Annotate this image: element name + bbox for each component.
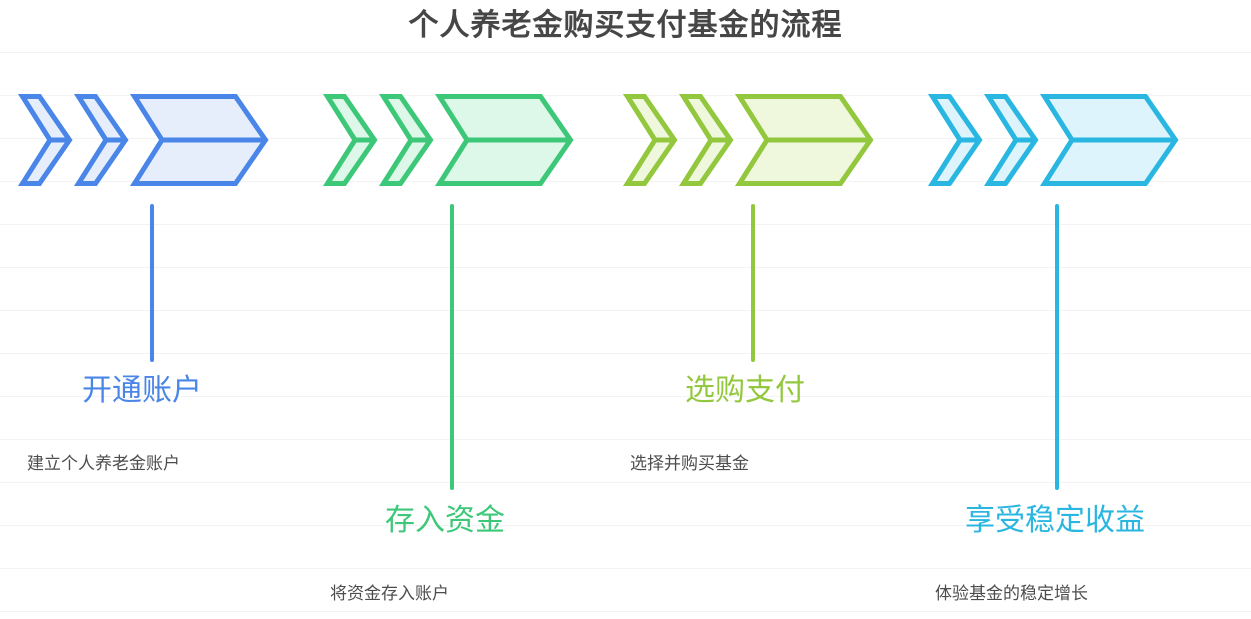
step-description-1: 建立个人养老金账户 xyxy=(27,454,180,473)
step-text-block-3: 选购支付选择并购买基金 xyxy=(630,372,805,476)
step-text-block-2: 存入资金将资金存入账户 xyxy=(330,502,505,606)
step-description-3: 选择并购买基金 xyxy=(630,454,749,473)
chevron-step-3-3 xyxy=(734,94,874,186)
chevron-step-2-2 xyxy=(378,94,434,186)
step-title-1: 开通账户 xyxy=(82,374,202,407)
step-text-block-4: 享受稳定收益体验基金的稳定增长 xyxy=(935,502,1145,606)
step-title-2: 存入资金 xyxy=(385,504,505,537)
connector-line-step-4 xyxy=(1055,204,1059,490)
step-description-4: 体验基金的稳定增长 xyxy=(935,584,1088,603)
connector-line-step-3 xyxy=(751,204,755,362)
chevron-step-1-2 xyxy=(73,94,129,186)
chevron-step-4-1 xyxy=(927,94,983,186)
step-title-3: 选购支付 xyxy=(685,374,805,407)
connector-line-step-1 xyxy=(150,204,154,362)
chevron-step-4-3 xyxy=(1039,94,1179,186)
chevron-step-3-1 xyxy=(622,94,678,186)
step-description-2: 将资金存入账户 xyxy=(330,584,449,603)
chevron-step-1-1 xyxy=(17,94,73,186)
step-title-4: 享受稳定收益 xyxy=(965,504,1145,537)
chevron-step-2-1 xyxy=(322,94,378,186)
page-title: 个人养老金购买支付基金的流程 xyxy=(408,9,843,42)
step-text-block-1: 开通账户建立个人养老金账户 xyxy=(27,372,202,476)
chevron-step-3-2 xyxy=(678,94,734,186)
connector-line-step-2 xyxy=(450,204,454,490)
chevron-step-4-2 xyxy=(983,94,1039,186)
chevron-step-1-3 xyxy=(129,94,269,186)
chevron-step-2-3 xyxy=(434,94,574,186)
